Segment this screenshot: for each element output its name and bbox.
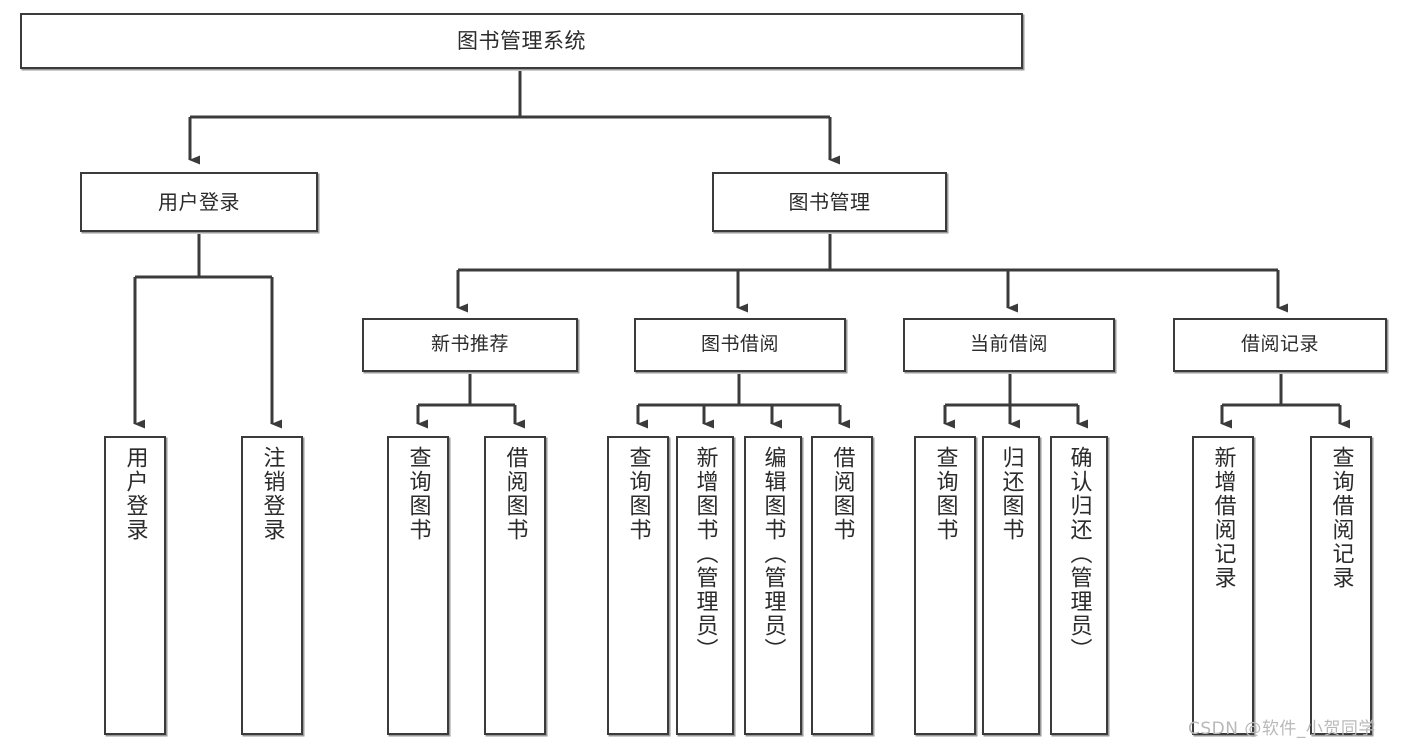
node-book-management[interactable]: 图书管理 — [712, 172, 947, 232]
node-label: 确认归还（管理员） — [1066, 446, 1092, 662]
node-leaf-add-borrow-record[interactable]: 新增借阅记录 — [1192, 436, 1254, 735]
node-leaf-query-book-current[interactable]: 查询图书 — [914, 436, 976, 735]
node-leaf-query-book-borrow[interactable]: 查询图书 — [607, 436, 669, 735]
node-root-book-management-system[interactable]: 图书管理系统 — [20, 13, 1023, 69]
node-borrow-record[interactable]: 借阅记录 — [1173, 318, 1387, 372]
node-leaf-borrow-book-recommend[interactable]: 借阅图书 — [484, 436, 546, 735]
node-label: 借阅图书 — [502, 446, 528, 542]
node-label: 图书管理 — [788, 189, 871, 214]
node-current-borrow[interactable]: 当前借阅 — [903, 318, 1115, 372]
node-leaf-edit-book-admin[interactable]: 编辑图书（管理员） — [744, 436, 802, 735]
node-leaf-return-book[interactable]: 归还图书 — [982, 436, 1040, 735]
node-label: 查询借阅记录 — [1328, 446, 1354, 590]
node-label: 新书推荐 — [430, 333, 509, 356]
node-leaf-user-login[interactable]: 用户登录 — [104, 436, 166, 735]
node-label: 注销登录 — [259, 446, 285, 542]
node-label: 借阅图书 — [829, 446, 855, 542]
node-new-book-recommend[interactable]: 新书推荐 — [362, 318, 578, 372]
node-user-login[interactable]: 用户登录 — [80, 172, 318, 232]
node-leaf-query-book-recommend[interactable]: 查询图书 — [387, 436, 449, 735]
node-leaf-add-book-admin[interactable]: 新增图书（管理员） — [676, 436, 734, 735]
node-label: 编辑图书（管理员） — [760, 446, 786, 662]
node-label: 查询图书 — [625, 446, 651, 542]
node-label: 用户登录 — [158, 189, 240, 214]
node-label: 当前借阅 — [969, 333, 1048, 356]
node-label: 查询图书 — [932, 446, 958, 542]
node-book-borrow[interactable]: 图书借阅 — [634, 318, 846, 372]
node-label: 新增借阅记录 — [1210, 446, 1236, 590]
node-label: 查询图书 — [405, 446, 431, 542]
node-label: 新增图书（管理员） — [692, 446, 718, 662]
node-leaf-logout-login[interactable]: 注销登录 — [241, 436, 303, 735]
watermark: CSDN @软件_小贺同学 — [1188, 719, 1376, 739]
node-leaf-confirm-return-admin[interactable]: 确认归还（管理员） — [1050, 436, 1108, 735]
node-label: 用户登录 — [122, 446, 148, 542]
node-label: 归还图书 — [998, 446, 1024, 542]
node-label: 图书管理系统 — [457, 28, 586, 53]
node-leaf-query-borrow-record[interactable]: 查询借阅记录 — [1310, 436, 1372, 735]
node-label: 借阅记录 — [1240, 333, 1319, 356]
node-label: 图书借阅 — [700, 333, 779, 356]
node-leaf-borrow-book[interactable]: 借阅图书 — [811, 436, 873, 735]
